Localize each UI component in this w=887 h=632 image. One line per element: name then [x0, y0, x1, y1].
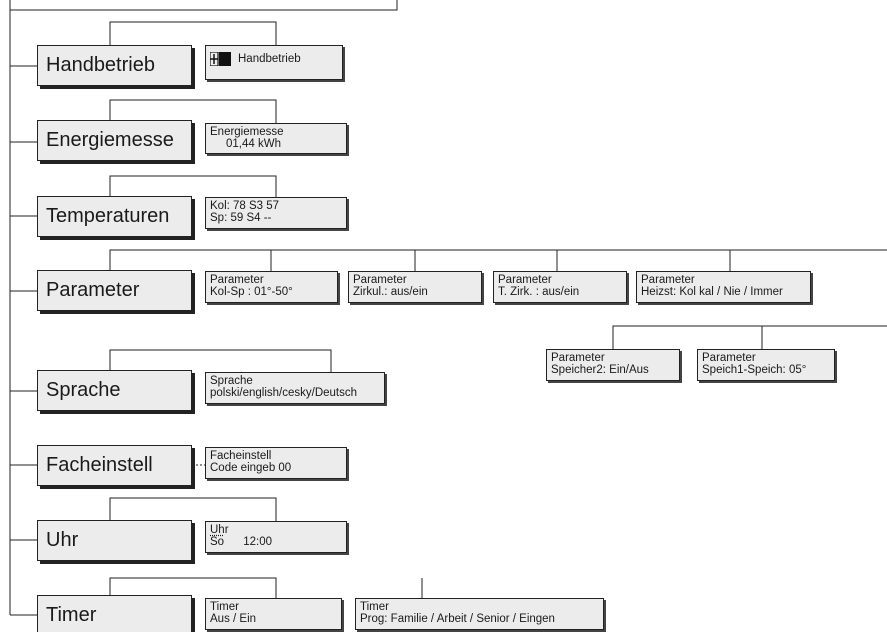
menu-handbetrieb[interactable]: Handbetrieb	[37, 45, 192, 86]
menu-uhr[interactable]: Uhr	[37, 520, 192, 561]
menu-energiemesse[interactable]: Energiemesse	[37, 120, 192, 161]
connector-bracket-energiemesse	[109, 99, 277, 123]
display-facheinstell-value: Code eingeb 00	[210, 462, 292, 474]
connector-bracket-speicher	[612, 325, 887, 349]
display-uhr: Uhr So 12:00	[205, 521, 347, 553]
menu-temperaturen[interactable]: Temperaturen	[37, 196, 192, 237]
display-sprache-value: polski/english/cesky/Deutsch	[210, 387, 358, 399]
display-parameter-zirkul-title: Parameter	[353, 274, 407, 286]
display-parameter-heizst-title: Parameter	[641, 274, 695, 286]
display-energiemesse-title: Energiemesse	[210, 126, 284, 138]
menu-parameter[interactable]: Parameter	[37, 270, 192, 311]
display-parameter-zirkul: Parameter Zirkul.: aus/ein	[348, 271, 482, 303]
display-temp-kol: Kol: 78	[210, 200, 246, 212]
display-handbetrieb-text: Handbetrieb	[238, 53, 301, 65]
connector-bracket-handbetrieb	[109, 21, 277, 45]
display-parameter-t-zirk: Parameter T. Zirk. : aus/ein	[493, 271, 627, 303]
display-timer-prog-value: Prog: Familie / Arbeit / Senior / Eingen	[360, 613, 555, 625]
display-parameter-kol-sp: Parameter Kol-Sp : 01°-50°	[205, 271, 338, 303]
display-parameter-t-zirk-title: Parameter	[498, 274, 552, 286]
display-parameter-speich1: Parameter Speich1-Speich: 05°	[697, 349, 835, 381]
display-parameter-speicher2-value: Speicher2: Ein/Aus	[551, 364, 649, 376]
connector-top	[9, 0, 398, 11]
display-parameter-zirkul-value: Zirkul.: aus/ein	[353, 286, 428, 298]
display-temperaturen: Kol: 78 S3 57 Sp: 59 S4 --	[205, 197, 347, 229]
manual-mode-icon	[210, 52, 231, 66]
display-timer-prog: Timer Prog: Familie / Arbeit / Senior / …	[355, 598, 604, 630]
display-parameter-speich1-title: Parameter	[702, 352, 756, 364]
menu-facheinstell[interactable]: Facheinstell	[37, 445, 192, 486]
display-parameter-speich1-value: Speich1-Speich: 05°	[702, 364, 807, 376]
display-uhr-time: 12:00	[243, 536, 273, 548]
display-uhr-title: Uhr	[210, 524, 229, 536]
display-temp-s4: S4 --	[246, 212, 272, 224]
display-temp-s3: S3 57	[249, 200, 280, 212]
display-timer-aus-ein-title: Timer	[210, 601, 239, 613]
connector-bracket-uhr	[109, 497, 277, 521]
connector-bracket-temperaturen	[109, 175, 277, 197]
display-parameter-heizst: Parameter Heizst: Kol kal / Nie / Immer	[636, 271, 811, 303]
display-uhr-day: So	[210, 536, 225, 548]
display-sprache-title: Sprache	[210, 375, 253, 387]
display-sprache: Sprache polski/english/cesky/Deutsch	[205, 372, 385, 404]
display-parameter-t-zirk-value: T. Zirk. : aus/ein	[498, 286, 580, 298]
display-parameter-heizst-value: Heizst: Kol kal / Nie / Immer	[641, 286, 783, 298]
connector-bracket-timer	[109, 577, 277, 598]
connector-bracket-sprache	[109, 349, 332, 372]
display-facheinstell: Facheinstell Code eingeb 00	[205, 447, 347, 479]
display-parameter-speicher2: Parameter Speicher2: Ein/Aus	[546, 349, 680, 381]
connector-bracket-parameter	[109, 249, 887, 270]
display-handbetrieb: Handbetrieb	[205, 45, 343, 80]
display-parameter-kol-sp-value: Kol-Sp : 01°-50°	[210, 286, 293, 298]
menu-timer[interactable]: Timer	[37, 595, 192, 632]
display-timer-aus-ein: Timer Aus / Ein	[205, 598, 342, 630]
menu-sprache[interactable]: Sprache	[37, 370, 192, 411]
display-timer-prog-title: Timer	[360, 601, 389, 613]
display-facheinstell-title: Facheinstell	[210, 450, 272, 462]
display-temp-sp: Sp: 59	[210, 212, 244, 224]
display-energiemesse: Energiemesse 01,44 kWh	[205, 123, 347, 154]
display-energiemesse-value: 01,44 kWh	[226, 138, 281, 150]
display-parameter-kol-sp-title: Parameter	[210, 274, 264, 286]
display-parameter-speicher2-title: Parameter	[551, 352, 605, 364]
display-timer-aus-ein-value: Aus / Ein	[210, 613, 257, 625]
